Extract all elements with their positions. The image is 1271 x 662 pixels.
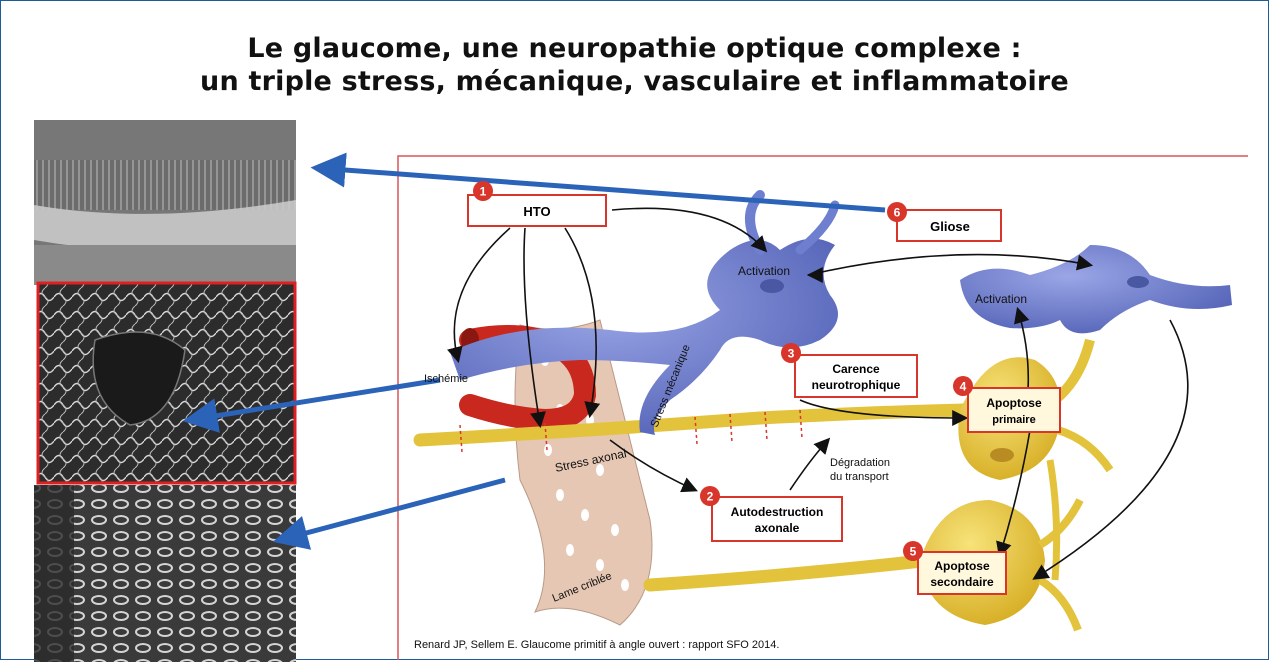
step-number-4: 4 bbox=[960, 380, 967, 394]
step-label-axonale: axonale bbox=[755, 521, 800, 535]
step-label-hto: HTO bbox=[523, 204, 550, 219]
imaging-strip bbox=[34, 120, 296, 662]
step-label-carence: Carence bbox=[832, 362, 880, 376]
step-box-3: 3 Carence neurotrophique bbox=[781, 343, 917, 397]
step-number-6: 6 bbox=[894, 206, 901, 220]
step-number-1: 1 bbox=[480, 185, 487, 199]
glial-cell-right bbox=[960, 245, 1232, 333]
step-box-2: 2 Autodestruction axonale bbox=[700, 486, 842, 541]
step-label-apoptose-secondaire-1: Apoptose bbox=[934, 559, 990, 573]
ischemie-label: Ischémie bbox=[424, 373, 468, 385]
step-box-6: 6 Gliose bbox=[887, 202, 1001, 241]
activation-label-left: Activation bbox=[738, 264, 790, 278]
glial-cell-left bbox=[450, 195, 838, 435]
step-number-3: 3 bbox=[788, 347, 795, 361]
step-label-autodestruction: Autodestruction bbox=[731, 505, 824, 519]
step-label-neurotrophique: neurotrophique bbox=[812, 378, 901, 392]
step-label-gliose: Gliose bbox=[930, 219, 970, 234]
activation-label-right: Activation bbox=[975, 292, 1027, 306]
step-label-apoptose-primaire-2: primaire bbox=[992, 414, 1035, 426]
step-label-apoptose-secondaire-2: secondaire bbox=[930, 575, 994, 589]
axons bbox=[420, 410, 965, 585]
step-number-2: 2 bbox=[707, 490, 714, 504]
step-label-apoptose-primaire-1: Apoptose bbox=[986, 396, 1042, 410]
degradation-label-2: du transport bbox=[830, 471, 889, 483]
reference-citation: Renard JP, Sellem E. Glaucome primitif à… bbox=[414, 639, 779, 651]
degradation-label-1: Dégradation bbox=[830, 457, 890, 469]
step-number-5: 5 bbox=[910, 545, 917, 559]
